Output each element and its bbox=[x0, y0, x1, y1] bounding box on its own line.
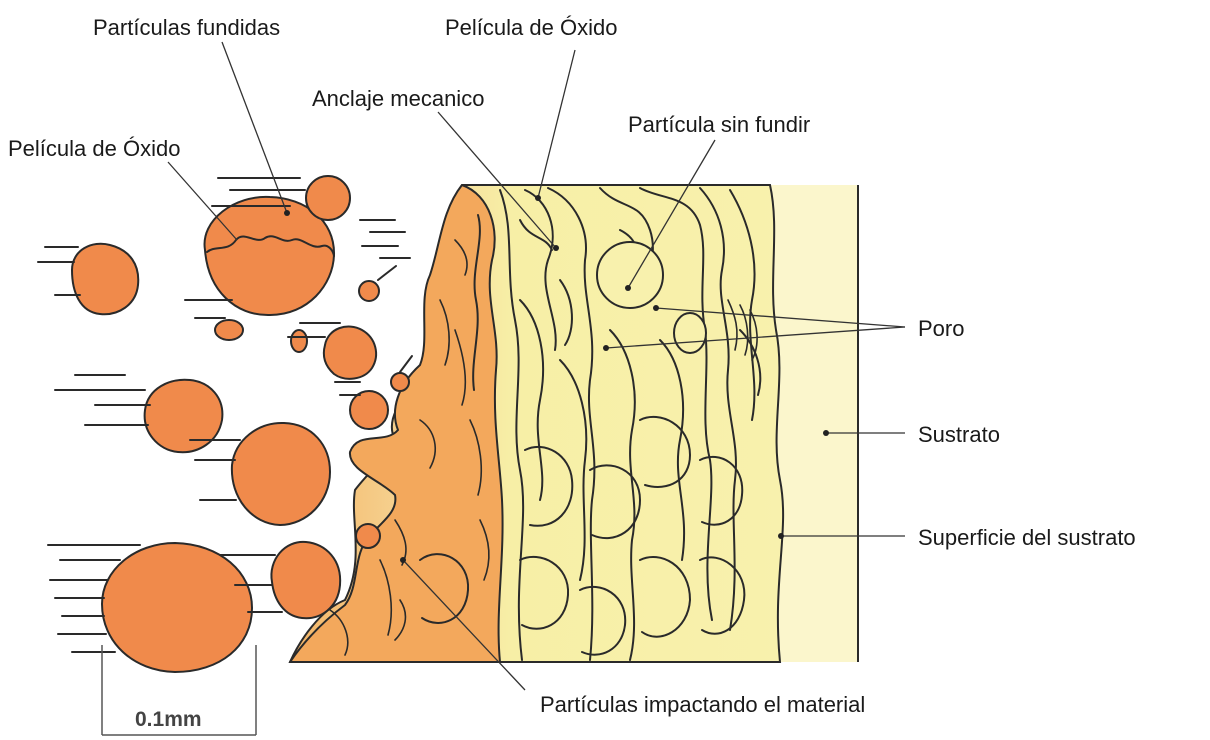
oxide-film-wrinkle bbox=[206, 235, 335, 257]
unmelted-particle bbox=[596, 241, 664, 309]
pore-ellipse bbox=[673, 312, 707, 354]
molten-particles bbox=[70, 175, 410, 674]
label-oxide-film-left: Película de Óxido bbox=[8, 136, 180, 161]
leader-lines bbox=[167, 41, 906, 691]
label-substrate-surface: Superficie del sustrato bbox=[918, 525, 1136, 550]
pore-strokes bbox=[727, 299, 758, 361]
label-mechanical-anchor: Anclaje mecanico bbox=[312, 86, 484, 111]
scale-bar: 0.1mm bbox=[101, 645, 257, 736]
label-impacting-particles: Partículas impactando el material bbox=[540, 692, 865, 717]
motion-streaks bbox=[37, 177, 413, 653]
splat-strokes bbox=[329, 214, 490, 656]
label-oxide-film-top: Película de Óxido bbox=[445, 15, 617, 40]
label-substrate: Sustrato bbox=[918, 422, 1000, 447]
label-melted-particles: Partículas fundidas bbox=[93, 15, 280, 40]
impact-splat bbox=[289, 184, 504, 663]
label-pore: Poro bbox=[918, 316, 964, 341]
label-unmelted-particle: Partícula sin fundir bbox=[628, 112, 810, 137]
scale-bar-label: 0.1mm bbox=[135, 708, 202, 731]
